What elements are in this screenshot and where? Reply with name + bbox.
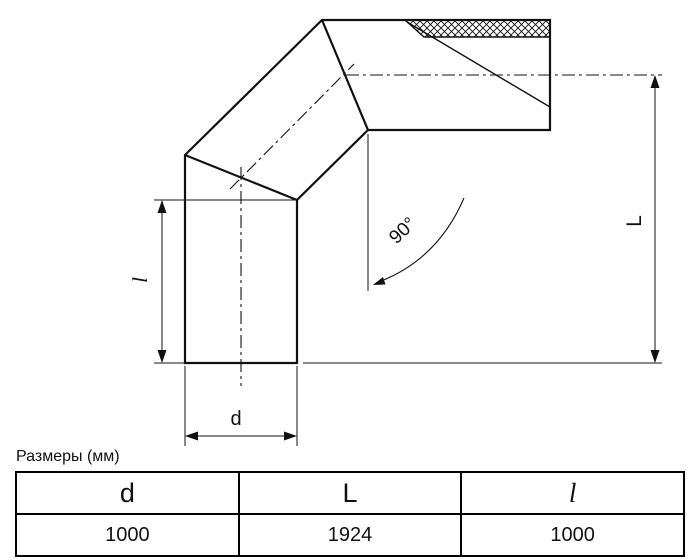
table-title: Размеры (мм) [16, 448, 120, 465]
inner-edge-line [406, 21, 551, 108]
dim-label-d: d [230, 408, 241, 430]
table-header-l: l [460, 471, 685, 515]
table-value-l: 1000 [460, 513, 685, 557]
arrow-angle [373, 277, 386, 285]
arrow-L-bottom [650, 350, 660, 363]
angle-label: 90° [385, 213, 420, 248]
table-header-row: d L l [15, 471, 685, 515]
miter-joint-upper [320, 19, 370, 131]
arrow-d-left [185, 431, 198, 441]
table-value-row: 1000 1924 1000 [15, 513, 685, 557]
dim-label-l: l [128, 277, 152, 283]
angle-arc [375, 197, 465, 284]
table-header-d: d [15, 471, 240, 515]
table-value-L: 1924 [237, 513, 463, 557]
centerline-diagonal [229, 63, 355, 190]
hatched-strip [403, 19, 551, 38]
dimensions-table: d L l 1000 1924 1000 [15, 471, 685, 557]
table-header-L: L [237, 471, 463, 515]
arrow-d-right [284, 431, 297, 441]
table-value-d: 1000 [15, 513, 240, 557]
elbow-technical-drawing: l d L 90° [128, 18, 662, 446]
arrow-l-top [157, 200, 167, 213]
arrow-l-bottom [157, 350, 167, 363]
arrow-L-top [650, 75, 660, 88]
dim-label-L: L [623, 215, 646, 227]
drawing-canvas: l d L 90° [128, 18, 662, 446]
